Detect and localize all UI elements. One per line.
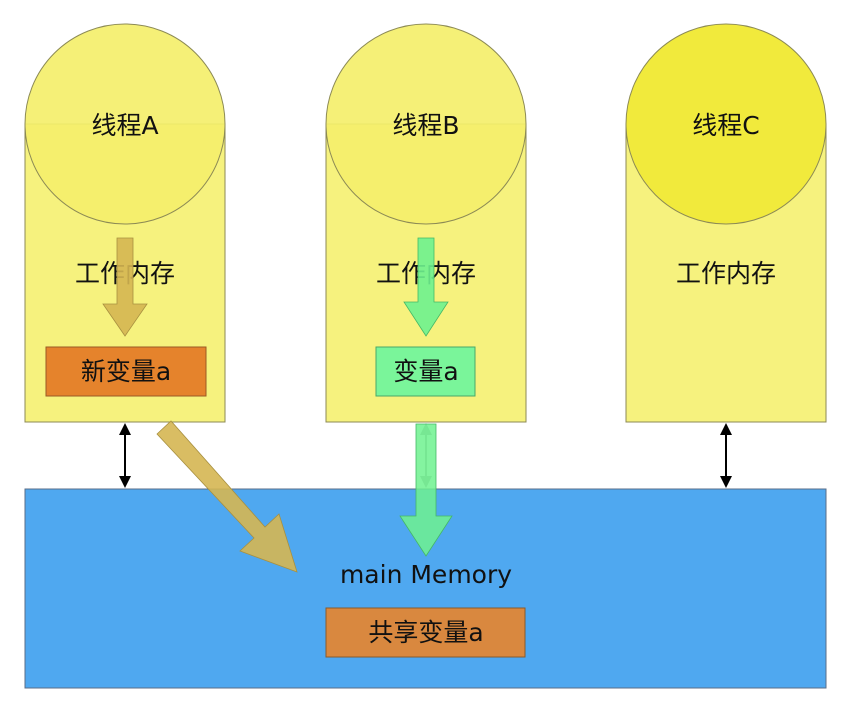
thread-c-label: 线程C <box>692 111 759 140</box>
sync-arrow-a <box>119 423 131 488</box>
thread-a-label: 线程A <box>91 111 158 140</box>
write-back-arrow-b <box>399 423 453 557</box>
sync-arrow-c <box>720 423 732 488</box>
thread-c-head <box>625 23 827 225</box>
thread-a: 线程A 工作内存 新变量a <box>24 23 226 423</box>
main-memory-label: main Memory <box>340 560 512 589</box>
thread-c-memory-label: 工作内存 <box>676 259 776 288</box>
variable-a-label: 变量a <box>393 357 458 386</box>
new-variable-a-box <box>45 346 207 397</box>
new-variable-a-label: 新变量a <box>81 357 171 386</box>
thread-b: 线程B 工作内存 变量a <box>325 23 527 423</box>
thread-a-head <box>24 23 226 225</box>
shared-variable-a-label: 共享变量a <box>368 618 483 647</box>
write-back-arrow-a <box>156 420 298 573</box>
thread-b-head <box>325 23 527 225</box>
variable-a-box <box>375 346 476 397</box>
thread-b-label: 线程B <box>392 111 459 140</box>
shared-variable-a-box <box>325 607 526 658</box>
thread-b-down-arrow <box>403 237 449 337</box>
thread-c: 线程C 工作内存 <box>625 23 827 423</box>
thread-a-down-arrow <box>102 237 148 337</box>
